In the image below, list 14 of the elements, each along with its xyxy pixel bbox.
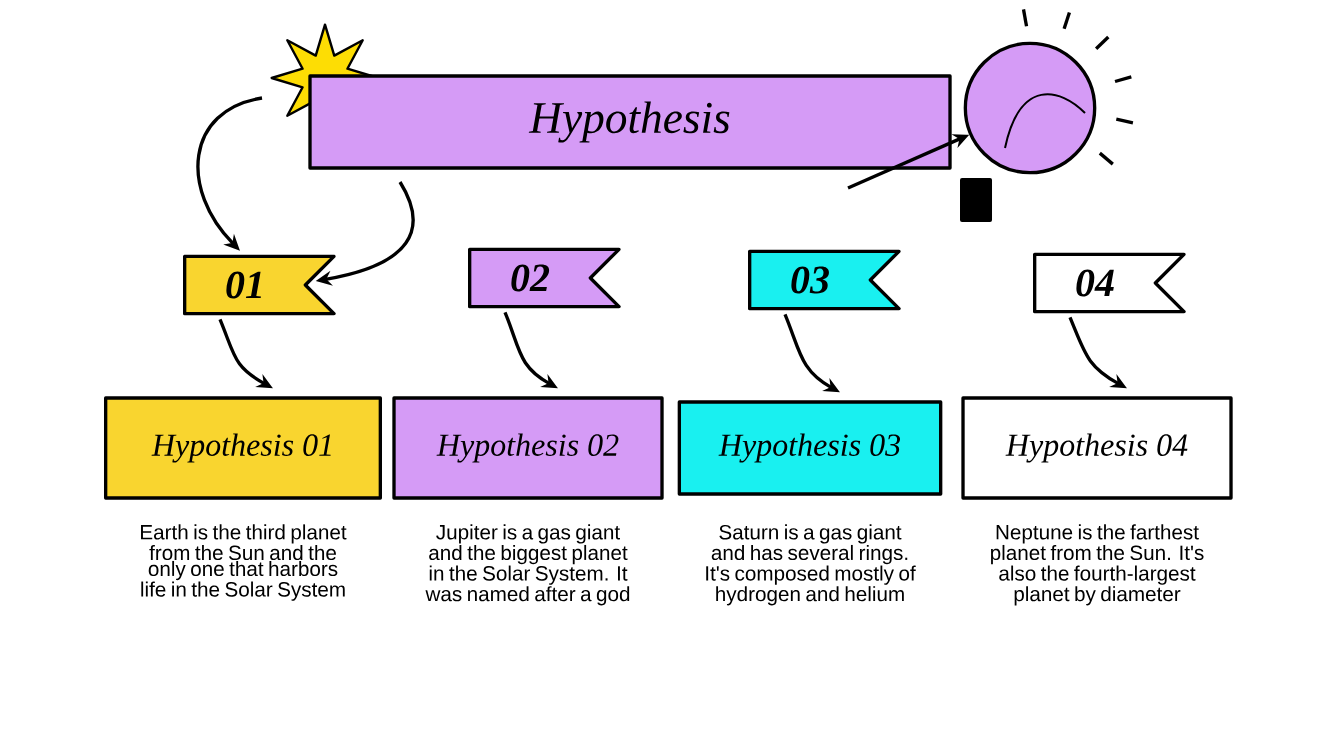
description-text: Saturn is a gas giant and has several rings. It's composed mostly of hydrogen and helium (706, 524, 916, 606)
hypothesis-box: Hypothesis 04 (961, 396, 1233, 500)
number-flag: 04 (1033, 252, 1186, 314)
description-text: Neptune is the farthest planet from the Sun. It's also the fourth-largest planet by diameter (991, 524, 1204, 606)
hypothesis-box: Hypothesis 01 (104, 396, 382, 500)
hypothesis-box: Hypothesis 03 (677, 400, 943, 496)
number-flag: 01 (183, 254, 336, 316)
hypothesis-box: Hypothesis 02 (392, 396, 664, 500)
description-text: Earth is the third planet from the Sun and the only one that harbors life in the Solar System (141, 524, 347, 601)
light-bulb-drawing (960, 9, 1134, 222)
description-text: Jupiter is a gas giant and the biggest planet in the Solar System. It was named after a god (425, 524, 630, 606)
number-flag: 03 (748, 249, 901, 311)
number-flag: 02 (468, 247, 621, 309)
title-banner: Hypothesis (308, 74, 952, 170)
